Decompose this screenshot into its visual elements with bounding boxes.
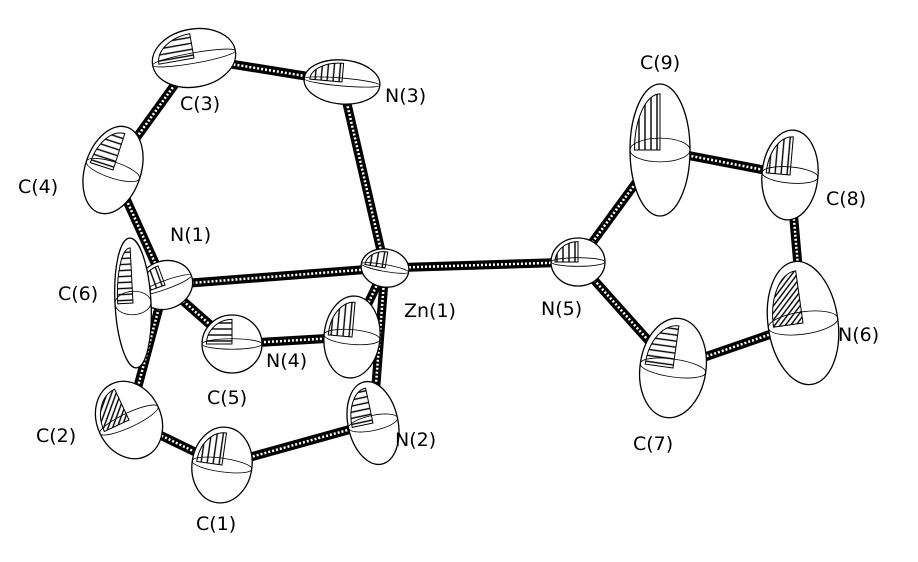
atom-label-n6: N(6) bbox=[838, 324, 879, 346]
atom-label-n4: N(4) bbox=[266, 350, 307, 372]
atom-label-c2: C(2) bbox=[36, 425, 76, 447]
atom-label-n1: N(1) bbox=[170, 224, 211, 246]
atom-c5 bbox=[201, 314, 263, 374]
atom-label-c1: C(1) bbox=[196, 513, 236, 535]
bond-zn1-n1 bbox=[164, 263, 386, 290]
atom-label-n2: N(2) bbox=[395, 429, 436, 451]
atom-c7 bbox=[638, 317, 708, 419]
atom-zn1 bbox=[360, 248, 410, 288]
bond-zn1-n5 bbox=[384, 257, 579, 273]
atom-label-c8: C(8) bbox=[826, 188, 866, 210]
atom-n4 bbox=[323, 295, 381, 379]
atom-n3 bbox=[303, 59, 381, 105]
atom-n5 bbox=[550, 237, 606, 287]
atom-c6 bbox=[114, 237, 152, 369]
atom-c4 bbox=[82, 125, 144, 215]
atom-n6 bbox=[766, 260, 840, 386]
bond-zn1-n3 bbox=[337, 80, 390, 270]
atom-label-zn1: Zn(1) bbox=[404, 300, 456, 322]
atom-label-c4: C(4) bbox=[18, 176, 58, 198]
atom-label-n3: N(3) bbox=[385, 85, 426, 107]
atom-label-c5: C(5) bbox=[207, 387, 247, 409]
atom-c9 bbox=[629, 83, 691, 217]
atom-c3 bbox=[151, 27, 237, 89]
atom-label-c9: C(9) bbox=[640, 52, 680, 74]
atom-c2 bbox=[94, 380, 164, 460]
atom-c1 bbox=[191, 426, 253, 504]
atoms-layer bbox=[82, 27, 840, 504]
labels-layer: Zn(1) N(1) N(2) N(3) N(4) N(5) N(6) C(1)… bbox=[18, 52, 879, 535]
atom-label-c7: C(7) bbox=[633, 433, 673, 455]
atom-label-c3: C(3) bbox=[180, 93, 220, 115]
atom-c8 bbox=[761, 129, 819, 221]
atom-label-c6: C(6) bbox=[58, 283, 98, 305]
atom-n2 bbox=[346, 380, 400, 466]
atom-label-n5: N(5) bbox=[541, 298, 582, 320]
